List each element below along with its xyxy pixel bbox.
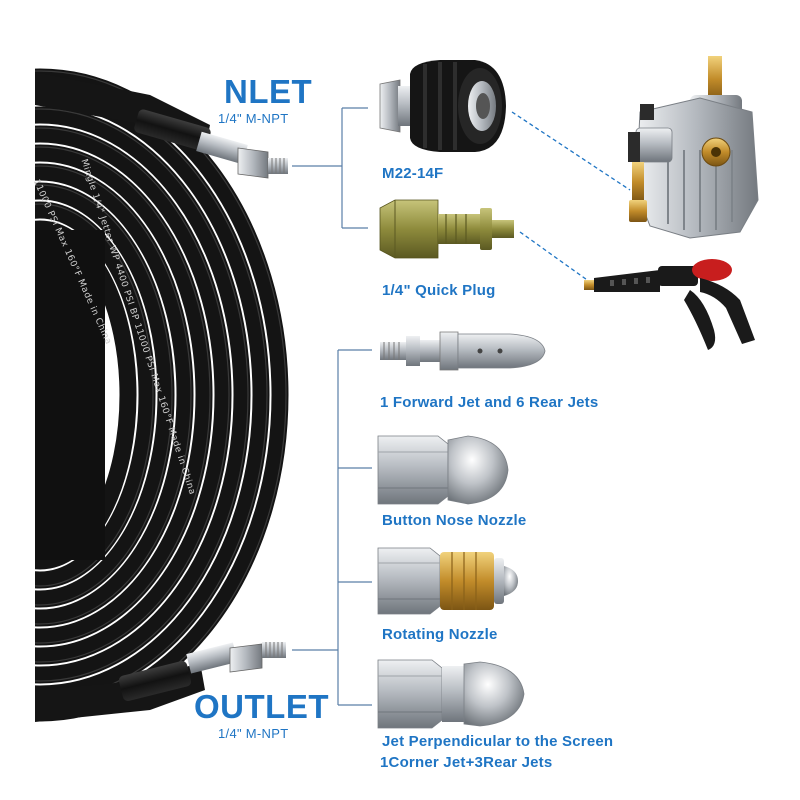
label-forward-jet-nozzle: 1 Forward Jet and 6 Rear Jets	[380, 394, 599, 411]
label-quick-plug: 1/4" Quick Plug	[382, 282, 496, 299]
label-m22-coupler: M22-14F	[382, 165, 444, 182]
button-nose-nozzle-image	[377, 435, 509, 505]
outlet-thread: 1/4" M-NPT	[218, 726, 289, 741]
label-button-nose-nozzle: Button Nose Nozzle	[382, 512, 527, 529]
quick-plug-image	[379, 199, 514, 259]
outlet-hose-end	[35, 642, 286, 722]
label-corner-rear-jets: 1Corner Jet+3Rear Jets	[380, 754, 553, 771]
outlet-connector-lines	[292, 349, 372, 706]
dashed-lines	[511, 111, 631, 283]
outlet-title: OUTLET	[194, 688, 329, 725]
forward-jet-nozzle-image	[380, 331, 546, 371]
inlet-hose-end	[35, 72, 288, 179]
label-perpendicular-jet-nozzle: Jet Perpendicular to the Screen	[382, 733, 614, 750]
m22-coupler-image	[379, 60, 506, 152]
pump-image	[628, 56, 759, 239]
perpendicular-jet-nozzle-image	[377, 659, 525, 729]
spray-gun-image	[584, 259, 755, 350]
inlet-thread: 1/4" M-NPT	[218, 111, 289, 126]
rotating-nozzle-image	[377, 547, 518, 615]
hose-coil	[35, 68, 289, 722]
inlet-title: NLET	[224, 73, 313, 110]
inlet-connector-lines	[292, 107, 368, 229]
label-rotating-nozzle: Rotating Nozzle	[382, 626, 498, 643]
